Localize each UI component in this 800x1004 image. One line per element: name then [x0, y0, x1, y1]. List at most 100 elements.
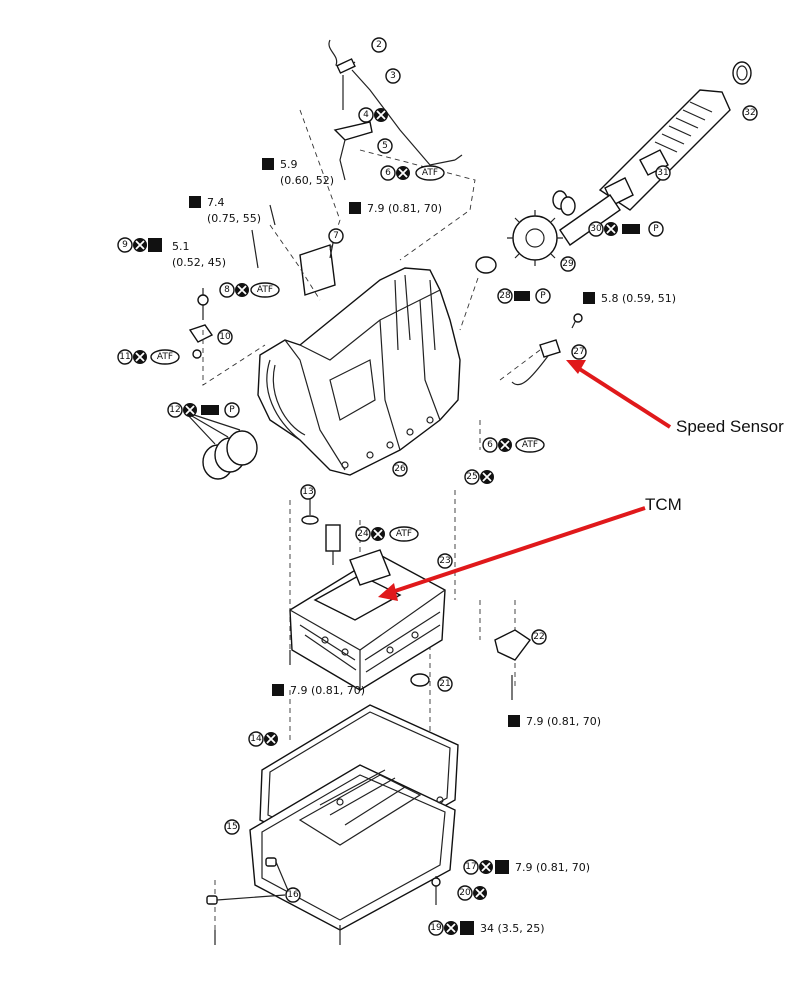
callout-31: 31 [655, 165, 671, 181]
svg-text:31: 31 [657, 168, 668, 178]
callout-4: 4 [358, 107, 388, 123]
svg-text:ATF: ATF [396, 529, 412, 539]
callout-5: 5 [377, 138, 393, 154]
lower-bolts [214, 876, 441, 945]
svg-text:26: 26 [394, 464, 406, 474]
seal-rings-12 [184, 411, 258, 480]
svg-text:5.1: 5.1 [172, 240, 190, 253]
callout-28: 28 P [497, 288, 551, 304]
callout-22: 22 [531, 629, 547, 645]
callout-13: 13 [300, 484, 316, 500]
svg-text:7.9 (0.81, 70): 7.9 (0.81, 70) [367, 202, 442, 215]
svg-text:13: 13 [302, 487, 313, 497]
callout-6-top: 6 ATF [380, 165, 445, 181]
svg-text:5.9: 5.9 [280, 158, 298, 171]
svg-text:ATF: ATF [422, 168, 438, 178]
svg-text:24: 24 [357, 529, 369, 539]
callout-7: 7 [328, 228, 344, 244]
callout-20: 20 [457, 885, 487, 901]
svg-text:7.4: 7.4 [207, 196, 225, 209]
tcm-label: TCM [645, 495, 682, 514]
svg-text:(0.60, 52): (0.60, 52) [280, 174, 334, 187]
svg-text:34 (3.5, 25): 34 (3.5, 25) [480, 922, 545, 935]
oil-pan-and-gasket [249, 704, 459, 931]
svg-text:8: 8 [224, 285, 230, 295]
callout-8: 8 ATF [219, 282, 280, 298]
torque-34: 34 (3.5, 25) [480, 922, 545, 935]
svg-text:17: 17 [465, 862, 476, 872]
svg-text:30: 30 [590, 224, 602, 234]
seal-rings-30 [552, 190, 576, 216]
svg-text:6: 6 [385, 168, 391, 178]
svg-text:6: 6 [487, 440, 493, 450]
svg-text:5: 5 [382, 141, 388, 151]
svg-text:P: P [653, 224, 659, 234]
callout-9: 9 [117, 237, 162, 253]
parking-gear [507, 210, 563, 266]
callout-10: 10 [217, 329, 233, 345]
callout-14: 14 [248, 731, 278, 747]
svg-text:(0.52, 45): (0.52, 45) [172, 256, 226, 269]
callout-25: 25 [464, 469, 494, 485]
o-ring-28 [475, 256, 497, 274]
torque-7-9-right: 7.9 (0.81, 70) [508, 715, 601, 728]
speed-sensor-part [511, 313, 583, 386]
callout-6-mid: 6 ATF [482, 437, 545, 453]
svg-text:4: 4 [363, 110, 369, 120]
svg-text:11: 11 [119, 352, 130, 362]
output-shaft [559, 61, 752, 246]
callout-23: 23 [437, 553, 453, 569]
speed-sensor-label: Speed Sensor [676, 417, 784, 436]
svg-text:21: 21 [439, 679, 450, 689]
callout-26: 26 [392, 461, 408, 477]
svg-text:28: 28 [499, 291, 511, 301]
svg-text:23: 23 [439, 556, 450, 566]
control-valve-tcm-assembly [289, 549, 446, 691]
torque-7-9-bottom: 7.9 (0.81, 70) [515, 861, 590, 874]
svg-text:2: 2 [376, 40, 382, 50]
torque-7-4: 7.4(0.75, 55) [189, 196, 261, 225]
svg-text:7.9 (0.81, 70): 7.9 (0.81, 70) [526, 715, 601, 728]
callout-29: 29 [560, 256, 576, 272]
torque-7-9-top: 7.9 (0.81, 70) [349, 202, 442, 215]
callout-32: 32 [742, 105, 758, 121]
callout-24: 24 ATF [355, 526, 419, 542]
svg-text:7.9 (0.81, 70): 7.9 (0.81, 70) [515, 861, 590, 874]
torque-5-8: 5.8 (0.59, 51) [583, 292, 676, 305]
callout-16: 16 [285, 887, 301, 903]
svg-text:19: 19 [430, 923, 442, 933]
bracket-22 [494, 629, 532, 661]
svg-text:5.8 (0.59, 51): 5.8 (0.59, 51) [601, 292, 676, 305]
svg-text:7: 7 [333, 231, 339, 241]
callout-3: 3 [385, 68, 401, 84]
svg-text:7.9 (0.81, 70): 7.9 (0.81, 70) [290, 684, 365, 697]
svg-text:27: 27 [573, 347, 584, 357]
svg-text:ATF: ATF [257, 285, 273, 295]
speed-sensor-arrow [566, 360, 672, 429]
svg-text:P: P [540, 291, 546, 301]
svg-text:ATF: ATF [157, 352, 173, 362]
svg-text:15: 15 [226, 822, 237, 832]
harness-clip-assembly [328, 39, 463, 181]
tcm-arrow [378, 506, 646, 601]
svg-text:ATF: ATF [522, 440, 538, 450]
seal-21 [410, 673, 430, 687]
svg-text:22: 22 [533, 632, 544, 642]
svg-text:25: 25 [466, 472, 477, 482]
svg-text:20: 20 [459, 888, 471, 898]
plug-and-connector [301, 498, 341, 565]
torque-5-1: 5.1 (0.52, 45) [172, 240, 226, 269]
callout-11: 11 ATF [117, 349, 180, 365]
callout-15: 15 [224, 819, 240, 835]
callout-17: 17 [463, 859, 509, 875]
torque-5-9: 5.9 (0.60, 52) [262, 158, 334, 187]
callout-27: 27 [571, 344, 587, 360]
svg-text:3: 3 [390, 71, 396, 81]
svg-text:32: 32 [744, 108, 755, 118]
svg-text:10: 10 [219, 332, 231, 342]
torque-7-9-mid: 7.9 (0.81, 70) [272, 684, 365, 697]
transmission-case [257, 267, 461, 476]
